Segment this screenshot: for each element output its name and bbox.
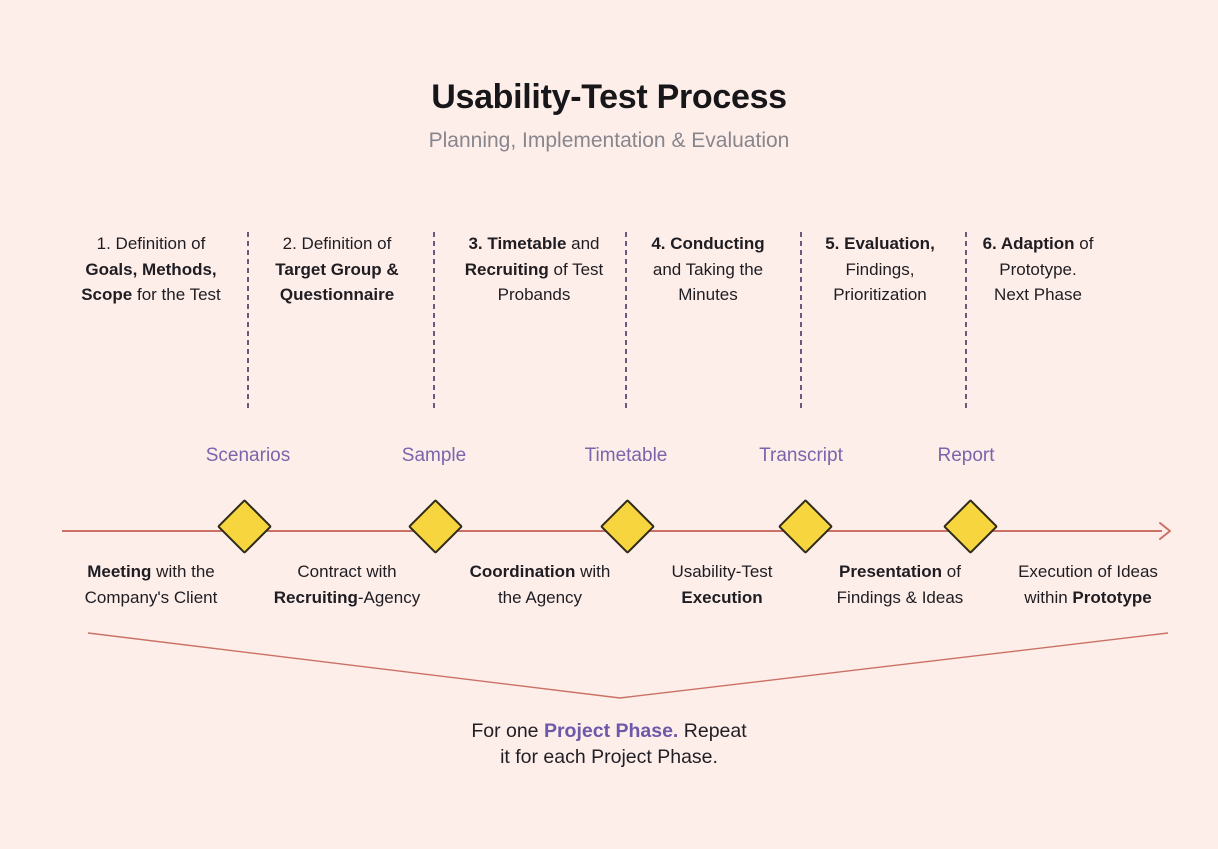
timeline-label-4: Usability-Test Execution [617, 559, 827, 611]
timeline-label-line: within Prototype [1024, 588, 1152, 607]
process-step-4: 4. Conducting and Taking the Minutes [613, 231, 803, 308]
timeline-label-2: Contract with Recruiting-Agency [242, 559, 452, 611]
timeline-label-line: Execution [681, 588, 763, 607]
timeline-label-3: Coordination with the Agency [435, 559, 645, 611]
milestone-diamond-icon [216, 498, 273, 555]
step-line: Minutes [678, 285, 738, 304]
step-line: Goals, Methods, [85, 259, 217, 279]
phase-bracket-lines [87, 632, 1169, 699]
step-line: Findings, [845, 259, 915, 279]
timeline-label-1: Meeting with the Company's Client [46, 559, 256, 611]
milestone-label-sample: Sample [401, 445, 467, 466]
timeline-label-line: Presentation of [839, 562, 961, 581]
milestone-diamond-icon [942, 498, 999, 555]
process-step-3: 3. Timetable and Recruiting of Test Prob… [439, 231, 629, 308]
timeline-label-line: Contract with [297, 562, 397, 581]
timeline-label-line: Recruiting-Agency [273, 588, 421, 607]
milestone-label-scenarios: Scenarios [205, 445, 291, 466]
dashed-separator [247, 232, 249, 408]
milestone-diamond-icon [407, 498, 464, 555]
step-line: 3. Timetable and [468, 234, 600, 253]
process-step-5: 5. Evaluation, Findings, Prioritization [785, 231, 975, 308]
timeline-label-5: Presentation of Findings & Ideas [795, 559, 1005, 611]
timeline-label-line: Company's Client [84, 588, 218, 607]
milestone-label-report: Report [937, 445, 995, 466]
timeline-label-line: Findings & Ideas [836, 588, 964, 607]
dashed-separator [965, 232, 967, 408]
step-line: Prototype. [999, 259, 1077, 279]
process-step-6: 6. Adaption of Prototype. Next Phase [943, 231, 1133, 308]
step-line: Next Phase [994, 285, 1082, 304]
page-title: Usability-Test Process [431, 78, 787, 116]
step-line: and Taking the [652, 259, 764, 279]
step-line: Scope for the Test [81, 285, 221, 304]
dashed-separator [625, 232, 627, 408]
step-line: Target Group & [275, 259, 399, 279]
footer-note-line: For one Project Phase. Repeat [471, 720, 747, 742]
timeline-label-line: the Agency [497, 588, 583, 607]
footer-note-line: it for each Project Phase. [500, 745, 718, 768]
timeline-label-6: Execution of Ideas within Prototype [983, 559, 1193, 611]
page-subtitle: Planning, Implementation & Evaluation [428, 129, 790, 152]
step-line: Recruiting of Test [464, 259, 604, 279]
timeline-label-line: Coordination with [469, 562, 611, 581]
step-line: 4. Conducting [651, 234, 765, 253]
timeline-label-line: Meeting with the [87, 562, 215, 581]
milestone-label-transcript: Transcript [759, 445, 843, 466]
milestone-diamond-icon [599, 498, 656, 555]
step-line: 1. Definition of [96, 234, 206, 253]
step-line: 2. Definition of [282, 234, 392, 253]
dashed-separator [433, 232, 435, 408]
timeline-label-line: Execution of Ideas [1018, 562, 1158, 581]
milestone-label-timetable: Timetable [584, 445, 668, 466]
footer-note: For one Project Phase. Repeat it for eac… [0, 719, 1218, 770]
step-line: 5. Evaluation, [825, 234, 935, 253]
timeline-arrowhead-icon [1159, 522, 1171, 540]
step-line: Prioritization [833, 285, 927, 304]
step-line: Probands [497, 285, 571, 304]
process-step-2: 2. Definition of Target Group & Question… [242, 231, 432, 308]
timeline-label-line: Usability-Test [671, 562, 773, 581]
milestone-diamond-icon [777, 498, 834, 555]
step-line: 6. Adaption of [982, 234, 1094, 253]
process-step-1: 1. Definition of Goals, Methods, Scope f… [56, 231, 246, 308]
step-line: Questionnaire [279, 285, 395, 304]
dashed-separator [800, 232, 802, 408]
